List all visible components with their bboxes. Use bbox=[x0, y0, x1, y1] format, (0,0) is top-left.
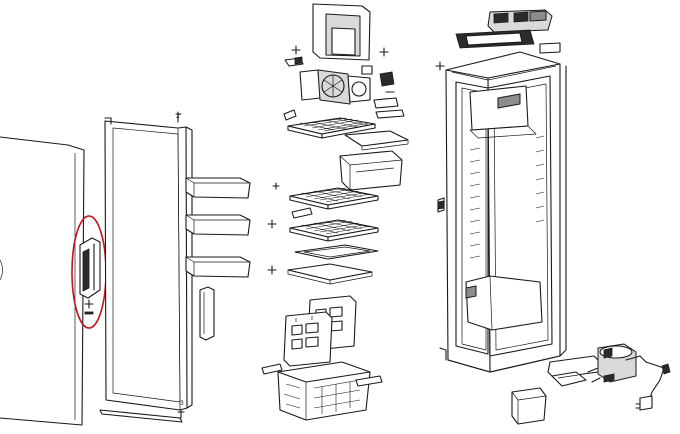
door-bin-1 bbox=[185, 177, 251, 199]
lamp-parts bbox=[283, 91, 405, 121]
door-bin-2 bbox=[185, 214, 251, 236]
upper-drawer bbox=[339, 150, 403, 191]
shelf-rail bbox=[291, 207, 313, 219]
glass-shelf bbox=[294, 244, 379, 260]
shelf-3 bbox=[289, 219, 379, 242]
compressor-assembly bbox=[511, 343, 671, 425]
fasteners-left bbox=[267, 182, 280, 275]
door-bin-3 bbox=[185, 256, 251, 278]
cabinet bbox=[435, 9, 567, 373]
basket-rail-left bbox=[261, 363, 283, 375]
crisper-cover bbox=[287, 263, 373, 285]
door-bins bbox=[185, 177, 251, 278]
part-label-top-hinge: 2 bbox=[176, 113, 180, 120]
dairy-cover bbox=[344, 130, 409, 151]
inner-door-frame: 2 bbox=[99, 111, 197, 423]
top-air-cover bbox=[312, 3, 371, 61]
fan-assembly bbox=[284, 56, 395, 105]
shelf-1 bbox=[287, 117, 376, 139]
shelf-2 bbox=[289, 187, 379, 210]
control-panel-top bbox=[455, 9, 561, 54]
outer-door-panel bbox=[0, 136, 85, 426]
central-components bbox=[261, 3, 409, 421]
part-label-bottom-hinge: 3 bbox=[180, 400, 184, 407]
door-handle bbox=[199, 286, 215, 341]
freezer-basket bbox=[277, 361, 383, 421]
freezer-divider-front bbox=[283, 311, 333, 367]
